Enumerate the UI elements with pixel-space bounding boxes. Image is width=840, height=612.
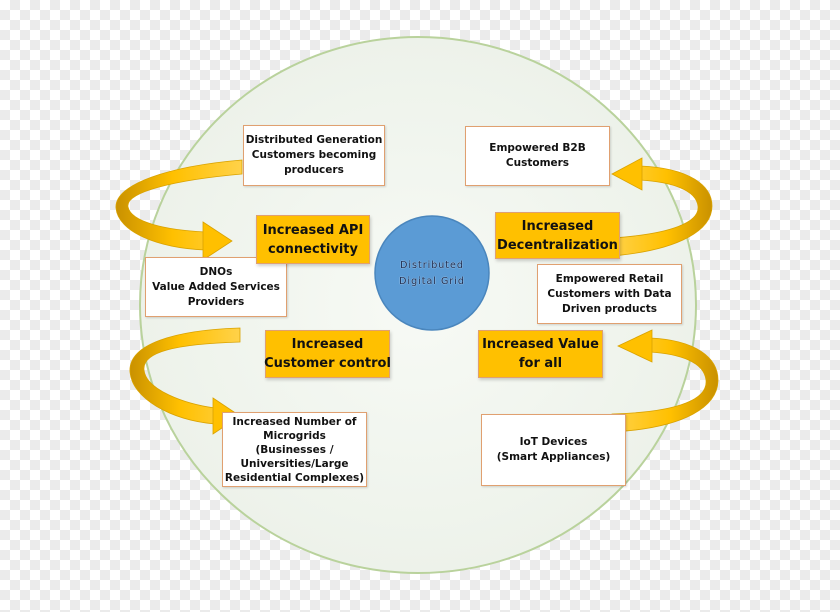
empowered-retail-box: Empowered Retail Customers with Data Dri… [537, 264, 682, 324]
increased-decentralization-line-2: Decentralization [497, 237, 618, 253]
empowered-b2b-line-2: Customers [505, 157, 570, 169]
center-circle [374, 215, 490, 331]
increased-api-line-1: Increased API [262, 222, 364, 238]
distributed-generation-line-2: Customers becoming [251, 149, 377, 161]
dnos-line-2: Value Added Services [152, 280, 280, 293]
increased-decentralization-box: Increased Decentralization [495, 212, 620, 259]
increased-customer-control-line-2: Customer control [264, 356, 391, 371]
empowered-retail-line-2: Customers with Data [547, 287, 672, 300]
increased-decentralization-line-1: Increased [521, 218, 594, 234]
arrow-top-right [611, 157, 713, 257]
empowered-retail-line-1: Empowered Retail [555, 272, 664, 285]
dnos-line-3: Providers [187, 295, 245, 308]
arrow-bottom-right [611, 329, 719, 433]
increased-api-box: Increased API connectivity [256, 215, 370, 264]
increased-value-line-1: Increased Value [482, 337, 599, 352]
microgrids-box: Increased Number of Microgrids (Business… [222, 412, 367, 487]
empowered-retail-line-3: Driven products [562, 302, 657, 315]
microgrids-line-5: Residential Complexes) [224, 471, 365, 484]
microgrids-line-3: (Businesses / [255, 443, 334, 456]
iot-box: IoT Devices (Smart Appliances) [481, 414, 626, 486]
increased-customer-control-line-1: Increased [291, 337, 364, 352]
microgrids-line-2: Microgrids [263, 429, 326, 442]
arrow-top-left [115, 159, 243, 261]
microgrids-line-1: Increased Number of [232, 415, 357, 428]
increased-customer-control-box: Increased Customer control [264, 330, 391, 378]
empowered-b2b-box: Empowered B2B Customers [465, 126, 610, 186]
increased-api-line-2: connectivity [268, 241, 358, 257]
iot-line-1: IoT Devices [519, 436, 588, 448]
dnos-line-1: DNOs [199, 265, 233, 278]
distributed-generation-box: Distributed Generation Customers becomin… [243, 125, 385, 186]
iot-line-2: (Smart Appliances) [496, 451, 611, 463]
center-label-line-1: Distributed [400, 260, 464, 271]
microgrids-line-4: Universities/Large [240, 457, 349, 470]
increased-value-box: Increased Value for all [478, 330, 603, 378]
dnos-box: DNOs Value Added Services Providers [145, 257, 287, 317]
empowered-b2b-line-1: Empowered B2B [489, 142, 586, 154]
center-label: Distributed Digital Grid [386, 258, 478, 290]
increased-value-line-2: for all [518, 356, 563, 371]
distributed-generation-line-3: producers [284, 164, 344, 176]
distributed-generation-line-1: Distributed Generation [245, 134, 383, 146]
center-label-line-2: Digital Grid [399, 276, 465, 287]
